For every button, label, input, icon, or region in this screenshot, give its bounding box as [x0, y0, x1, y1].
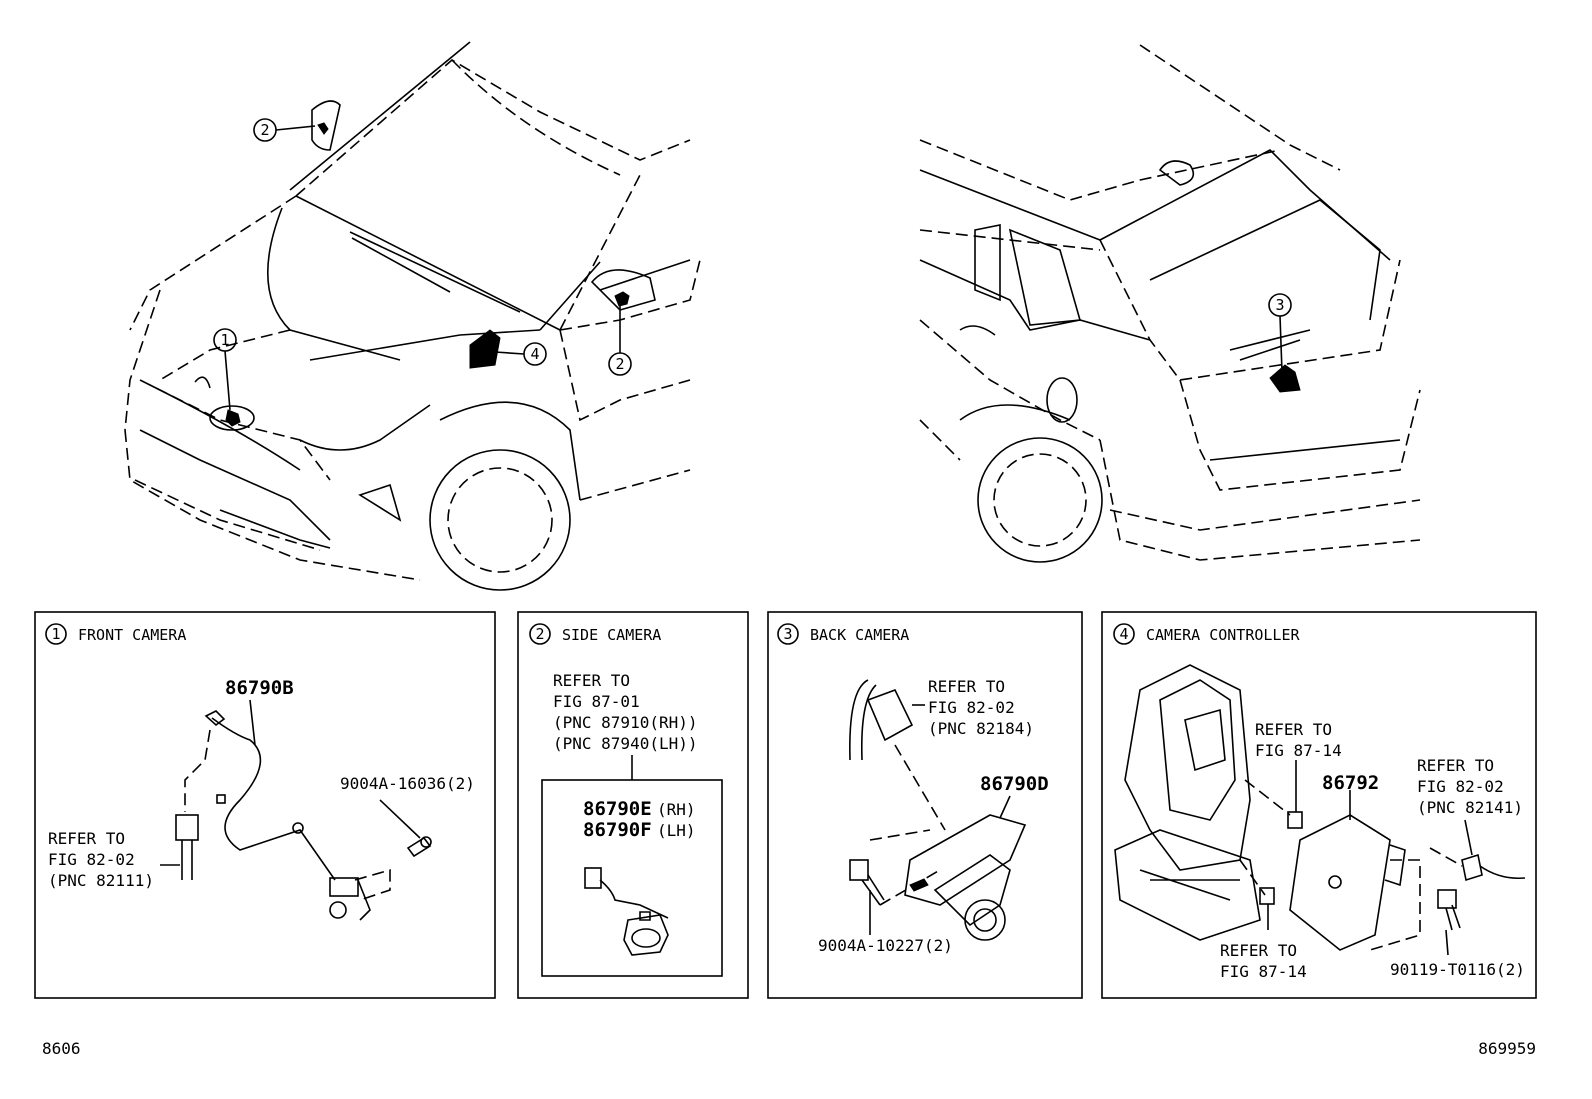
front-vehicle-illustration [124, 41, 701, 591]
ref-ctrl2-line3: (PNC 82141) [1417, 798, 1523, 817]
part-number-86790b: 86790B [225, 677, 294, 699]
ref-front-line3: (PNC 82111) [48, 871, 154, 890]
ref-side-line1: REFER TO [553, 671, 630, 690]
panel-front-camera: 1 FRONT CAMERA 86790B 9004A-16036(2) REF… [34, 611, 496, 999]
ref-ctrl1-line1: REFER TO [1255, 720, 1332, 739]
callout-1-front-camera: 1 [213, 328, 237, 411]
ref-front-line2: FIG 82-02 [48, 850, 135, 869]
svg-text:2: 2 [535, 625, 544, 643]
svg-text:3: 3 [783, 625, 792, 643]
svg-text:1: 1 [220, 331, 229, 349]
rear-vehicle-illustration [919, 44, 1421, 563]
svg-text:2: 2 [615, 355, 624, 373]
panel-back-camera: 3 BACK CAMERA REFER TO FIG 82-02 (PNC 82… [767, 611, 1083, 999]
part-number-86790e: 86790E [583, 798, 652, 820]
ref-back-line2: FIG 82-02 [928, 698, 1015, 717]
svg-text:2: 2 [260, 121, 269, 139]
callout-2-right-mirror: 2 [608, 302, 632, 376]
svg-text:4: 4 [530, 345, 539, 363]
ref-ctrl1-line2: FIG 87-14 [1255, 741, 1342, 760]
ref-back-line3: (PNC 82184) [928, 719, 1034, 738]
callout-2-left-mirror: 2 [253, 118, 316, 142]
rh-label: (RH) [657, 800, 696, 819]
lh-label: (LH) [657, 821, 696, 840]
callout-3-back-camera: 3 [1268, 293, 1292, 373]
part-number-86790d: 86790D [980, 773, 1049, 795]
part-number-86792: 86792 [1322, 772, 1379, 794]
panel-title-front: FRONT CAMERA [78, 626, 186, 644]
part-number-86790f: 86790F [583, 819, 652, 841]
bolt-90119-t0116: 90119-T0116(2) [1390, 960, 1525, 979]
bolt-9004a-16036: 9004A-16036(2) [340, 774, 475, 793]
ref-back-line1: REFER TO [928, 677, 1005, 696]
ref-ctrl2-line2: FIG 82-02 [1417, 777, 1504, 796]
footer-left-code: 8606 [42, 1039, 81, 1058]
ref-ctrl3-line2: FIG 87-14 [1220, 962, 1307, 981]
ref-front-line1: REFER TO [48, 829, 125, 848]
svg-text:3: 3 [1275, 296, 1284, 314]
ref-side-line2: FIG 87-01 [553, 692, 640, 711]
footer-right-code: 869959 [1478, 1039, 1536, 1058]
ref-ctrl3-line1: REFER TO [1220, 941, 1297, 960]
ref-ctrl2-line1: REFER TO [1417, 756, 1494, 775]
svg-text:1: 1 [51, 625, 60, 643]
ref-side-line3: (PNC 87910(RH)) [553, 713, 698, 732]
panel-side-camera: 2 SIDE CAMERA REFER TO FIG 87-01 (PNC 87… [517, 611, 749, 999]
callout-4-controller: 4 [494, 342, 547, 366]
panel-title-back: BACK CAMERA [810, 626, 909, 644]
panel-title-controller: CAMERA CONTROLLER [1146, 626, 1300, 644]
bolt-9004a-10227: 9004A-10227(2) [818, 936, 953, 955]
panel-camera-controller: 4 CAMERA CONTROLLER REFER TO FIG 87-14 [1101, 611, 1537, 999]
ref-side-line4: (PNC 87940(LH)) [553, 734, 698, 753]
svg-text:4: 4 [1119, 625, 1128, 643]
panel-title-side: SIDE CAMERA [562, 626, 661, 644]
